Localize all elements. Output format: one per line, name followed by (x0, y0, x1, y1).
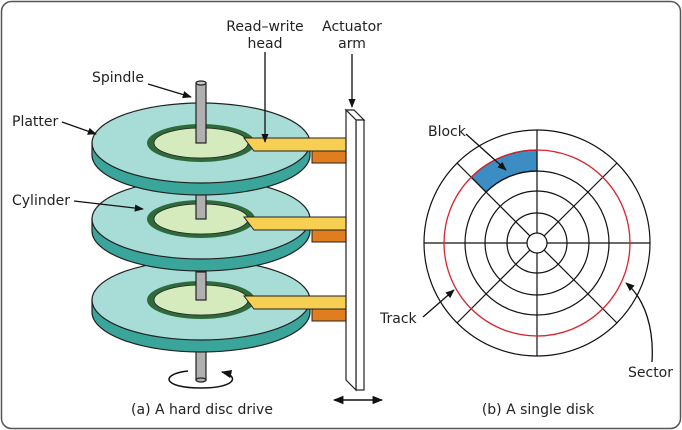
read-write-head-label-line2: head (248, 36, 283, 52)
caption-single-disk: (b) A single disk (482, 402, 595, 418)
spindle-shaft-mid1 (195, 191, 207, 220)
actuator-arm (344, 108, 366, 392)
platter-pointer (61, 121, 97, 135)
track-label: Track (379, 311, 418, 327)
track-highlight (443, 149, 631, 337)
hard-disc-drive (61, 52, 384, 405)
platter-label: Platter (12, 114, 59, 130)
block-label: Block (428, 124, 467, 140)
single-disk (422, 129, 653, 363)
cylinder-label: Cylinder (12, 193, 70, 209)
disk-hub (526, 232, 548, 254)
disk-tracks (423, 129, 651, 357)
actuator-arm-label-line1: Actuator (322, 19, 382, 35)
spindle-label: Spindle (92, 70, 144, 86)
caption-hard-disc-drive: (a) A hard disc drive (131, 402, 273, 418)
track-pointer (422, 289, 455, 318)
read-write-head-middle (242, 216, 347, 243)
block-pointer (465, 133, 507, 171)
read-write-head-top (242, 137, 347, 164)
rotation-arrow (168, 369, 234, 389)
read-write-head-bottom (242, 295, 347, 322)
sector-pointer (625, 282, 653, 363)
spindle-shaft-top (195, 82, 207, 144)
read-write-head-label-line1: Read–write (226, 19, 303, 35)
spindle-shaft-mid2 (195, 271, 207, 301)
actuator-arm-label-line2: arm (338, 36, 366, 52)
spindle-pointer (147, 83, 192, 99)
cylinder-pointer (73, 200, 144, 212)
sector-label: Sector (628, 365, 673, 381)
